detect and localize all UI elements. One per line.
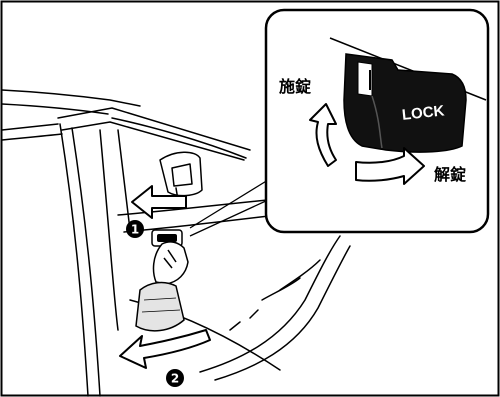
pull-handle-arrow: [131, 185, 187, 219]
step-2-marker: 2: [166, 369, 184, 387]
lock-label: 施錠: [279, 77, 311, 96]
lock-switch-knob: [343, 53, 467, 153]
lock-switch-text: LOCK: [401, 102, 445, 123]
lock-switch-callout: LOCK 施錠 解錠: [264, 8, 490, 234]
open-door-arrow: [119, 329, 211, 369]
step-1-marker: 1: [126, 220, 144, 238]
callout-leader-line: [189, 179, 269, 237]
lock-direction-arrow: [309, 103, 337, 167]
step-2-number: 2: [171, 372, 179, 386]
step-1-number: 1: [131, 223, 139, 237]
hand-illustration: [135, 241, 189, 332]
unlock-direction-arrow: [355, 147, 425, 185]
unlock-label: 解錠: [434, 165, 466, 184]
